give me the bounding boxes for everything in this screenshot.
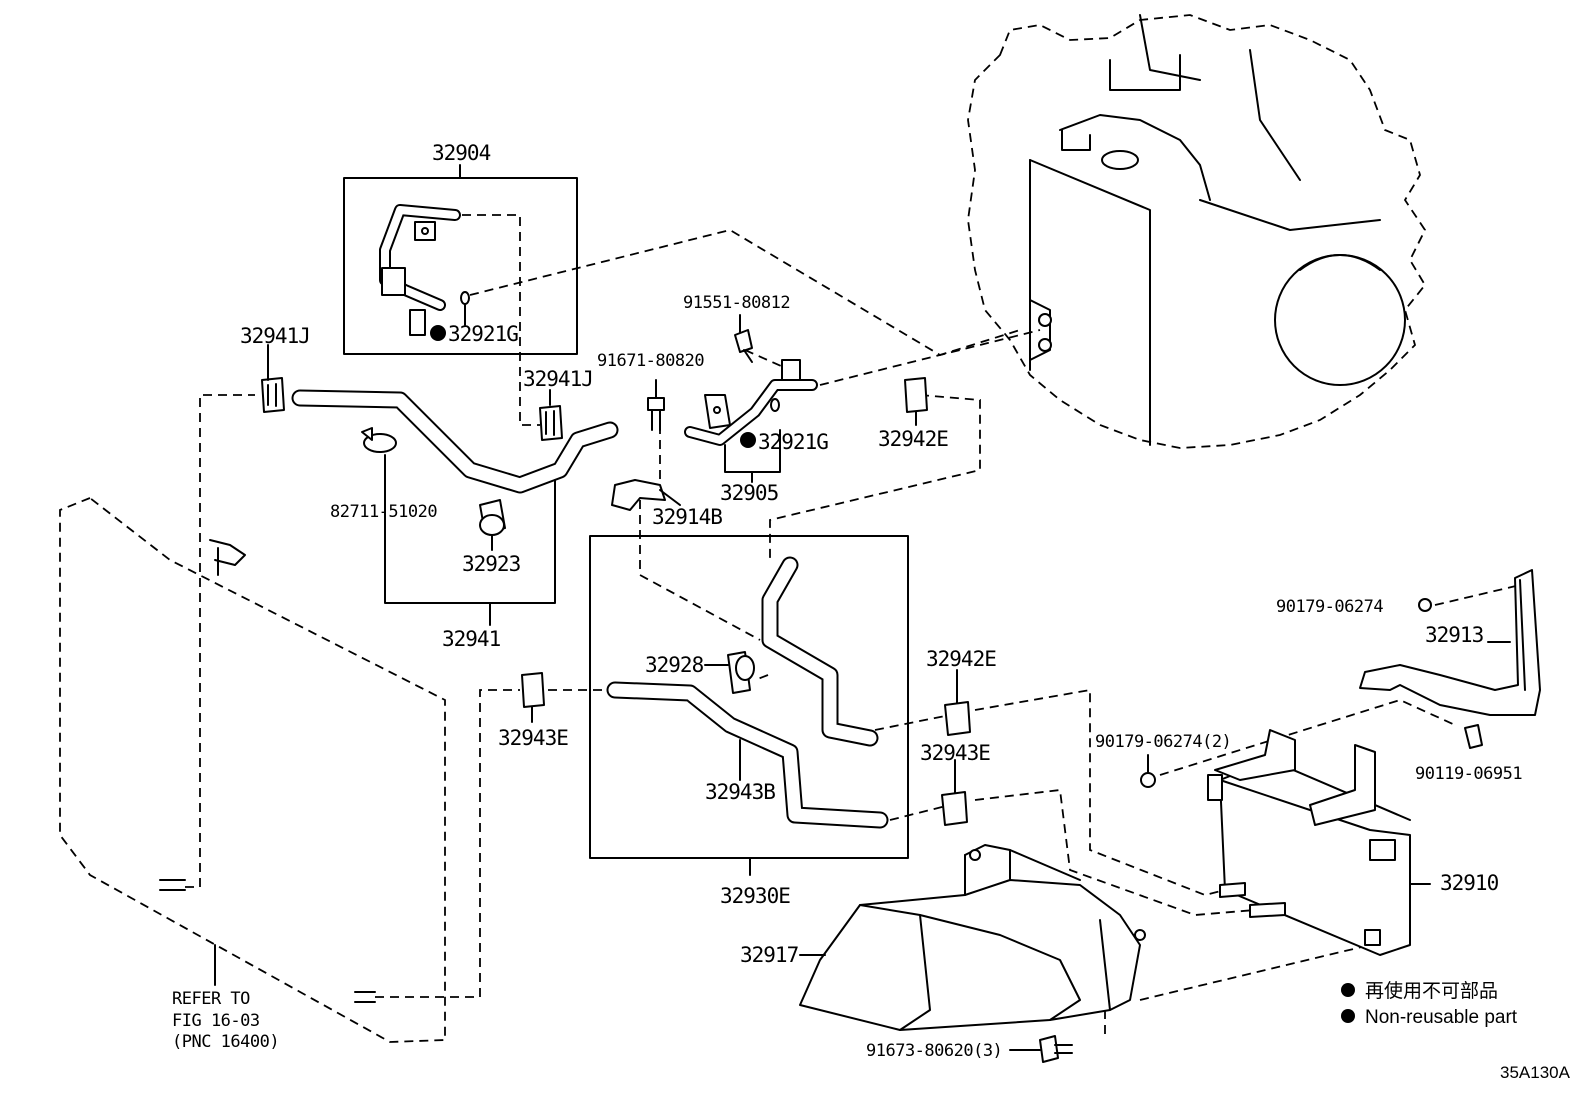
- label-32914b: 32914B: [652, 505, 722, 529]
- legend-bullet: [1341, 1009, 1355, 1023]
- label-32941: 32941: [442, 627, 501, 651]
- label-32921g: 32921G: [448, 322, 518, 346]
- label-90119-06951: 90119-06951: [1415, 764, 1522, 784]
- label-32941j: 32941J: [523, 367, 593, 391]
- label-32943e: 32943E: [920, 741, 990, 765]
- connection-lines: [185, 214, 1521, 1035]
- label-32942e: 32942E: [926, 647, 996, 671]
- label-32942e: 32942E: [878, 427, 948, 451]
- label-90179-06274-2: 90179-06274(2): [1095, 732, 1231, 752]
- refer-line2: FIG 16-03: [172, 1011, 260, 1031]
- diagram-code: 35A130A: [1500, 1063, 1571, 1082]
- label-90179-06274: 90179-06274: [1276, 597, 1383, 617]
- legend-bullet: [1341, 983, 1355, 997]
- label-32921g: 32921G: [758, 430, 828, 454]
- hose-32941: [261, 344, 619, 626]
- legend-en: Non-reusable part: [1365, 1007, 1518, 1028]
- label-32917: 32917: [740, 943, 799, 967]
- label-32943b: 32943B: [705, 780, 775, 804]
- bolt-91673: [1009, 1035, 1073, 1063]
- part-labels: 32904 32921G 32941J 32941J 82711-51020 3…: [240, 141, 1523, 1061]
- clamps: [521, 669, 971, 826]
- oil-cooler-32910: [1207, 729, 1431, 956]
- label-32913: 32913: [1425, 623, 1484, 647]
- pipe-32905: [684, 359, 928, 483]
- label-32923: 32923: [462, 552, 521, 576]
- label-32905: 32905: [720, 481, 778, 505]
- refer-note: REFER TO FIG 16-03 (PNC 16400): [172, 989, 280, 1052]
- label-32943e: 32943E: [498, 726, 568, 750]
- nonreusable-mark: [430, 325, 446, 341]
- bracket-32913: [1359, 569, 1541, 749]
- label-82711-51020: 82711-51020: [330, 502, 437, 522]
- label-91673-80620-3: 91673-80620(3): [866, 1041, 1002, 1061]
- label-32910: 32910: [1440, 871, 1499, 895]
- label-32904: 32904: [432, 141, 491, 165]
- label-91671-80820: 91671-80820: [597, 351, 704, 371]
- legend-jp: 再使用不可部品: [1365, 980, 1498, 1002]
- transaxle-outline: [967, 14, 1427, 449]
- refer-line1: REFER TO: [172, 989, 250, 1009]
- radiator-outline: [59, 497, 446, 1043]
- label-32941j: 32941J: [240, 324, 310, 348]
- bolt-91671: [647, 379, 665, 431]
- legend: 再使用不可部品 Non-reusable part: [1341, 980, 1518, 1028]
- nut-90179: [1140, 754, 1156, 788]
- air-duct-32917: [799, 844, 1146, 1031]
- bracket-32914b: [611, 479, 681, 511]
- nonreusable-mark: [740, 432, 756, 448]
- box-32930e: [589, 535, 909, 876]
- bolt-91551: [734, 314, 753, 363]
- refer-line3: (PNC 16400): [172, 1032, 279, 1052]
- box-32904: [343, 164, 578, 355]
- label-91551-80812: 91551-80812: [683, 293, 790, 313]
- label-32928: 32928: [645, 653, 704, 677]
- label-32930e: 32930E: [720, 884, 790, 908]
